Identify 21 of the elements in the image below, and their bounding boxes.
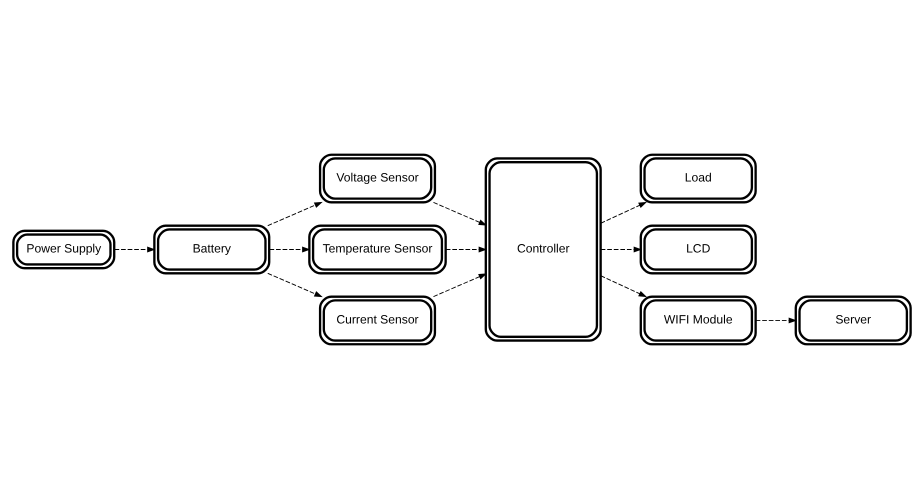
arrow: [433, 273, 488, 298]
node-box: Current Sensor: [318, 295, 436, 346]
node-box: Voltage Sensor: [318, 154, 436, 204]
arrow: [114, 246, 156, 252]
arrow: [755, 318, 798, 324]
arrow: [267, 202, 323, 226]
arrow: [600, 202, 648, 224]
arrow: [600, 275, 648, 298]
node-box: Power Supply: [12, 230, 116, 270]
arrow: [600, 246, 642, 252]
arrow: [269, 246, 311, 252]
node-box: WIFI Module: [640, 295, 757, 346]
node-box: LCD: [640, 224, 757, 274]
node-box: Battery: [153, 224, 270, 274]
arrow: [267, 272, 323, 298]
arrow: [445, 246, 488, 252]
node-box: Load: [640, 154, 757, 204]
node-box: Server: [794, 295, 912, 346]
node-box: Temperature Sensor: [308, 224, 447, 274]
arrow: [433, 202, 488, 226]
node-box: Controller: [484, 157, 602, 342]
